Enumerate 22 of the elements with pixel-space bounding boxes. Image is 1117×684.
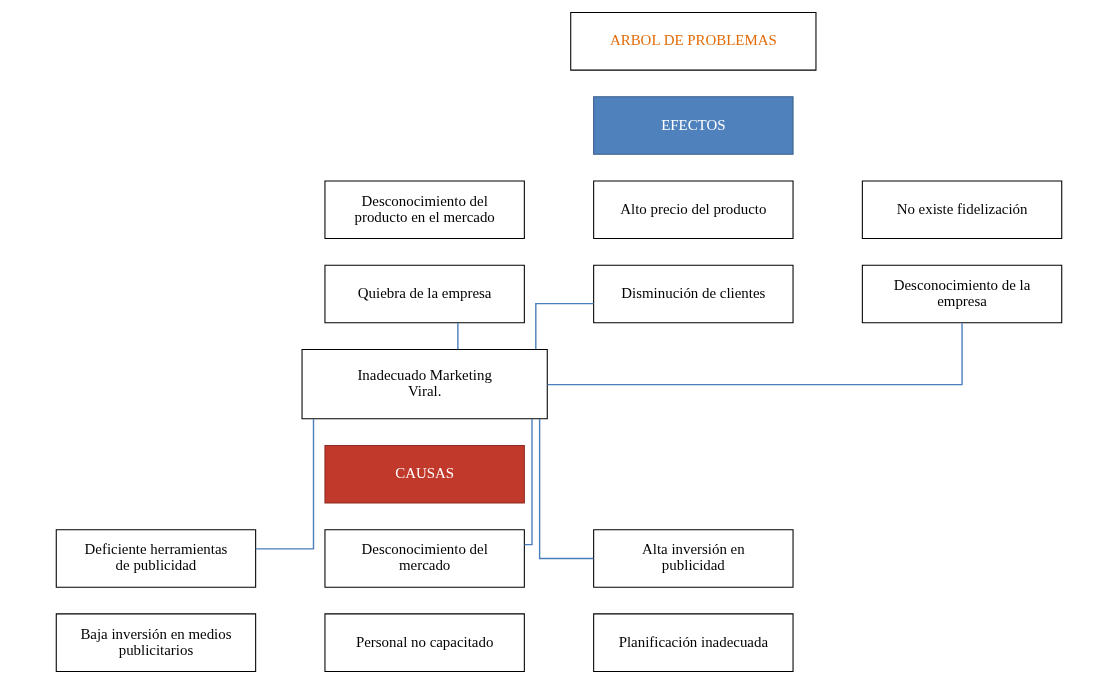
connector: [546, 322, 963, 386]
connector: [254, 418, 314, 550]
node-box: Deficiente herramientas de publicidad: [55, 529, 256, 588]
node-box: Baja inversión en medios publicitarios: [55, 613, 256, 672]
connector: [523, 418, 533, 546]
node-box: No existe fidelización: [861, 180, 1062, 240]
node-box: CAUSAS: [323, 444, 525, 504]
node-box: Alto precio del producto: [592, 180, 794, 240]
connector: [534, 302, 594, 350]
node-box: Quiebra de la empresa: [323, 264, 525, 324]
node-box: Desconocimiento del producto en el mercado: [323, 180, 525, 240]
node-box: Inadecuado Marketing Viral.: [301, 348, 548, 420]
connector: [538, 418, 594, 560]
node-box: Disminución de clientes: [592, 264, 794, 324]
node-box: Desconocimiento de la empresa: [861, 264, 1062, 324]
node-box: ARBOL DE PROBLEMAS: [569, 12, 816, 71]
node-box: Personal no capacitado: [323, 613, 525, 672]
connector: [456, 322, 459, 350]
node-box: Desconocimiento del mercado: [323, 529, 525, 588]
node-box: Planificación inadecuada: [592, 613, 794, 672]
node-box: Alta inversión en publicidad: [592, 529, 794, 588]
node-box: EFECTOS: [592, 96, 794, 155]
